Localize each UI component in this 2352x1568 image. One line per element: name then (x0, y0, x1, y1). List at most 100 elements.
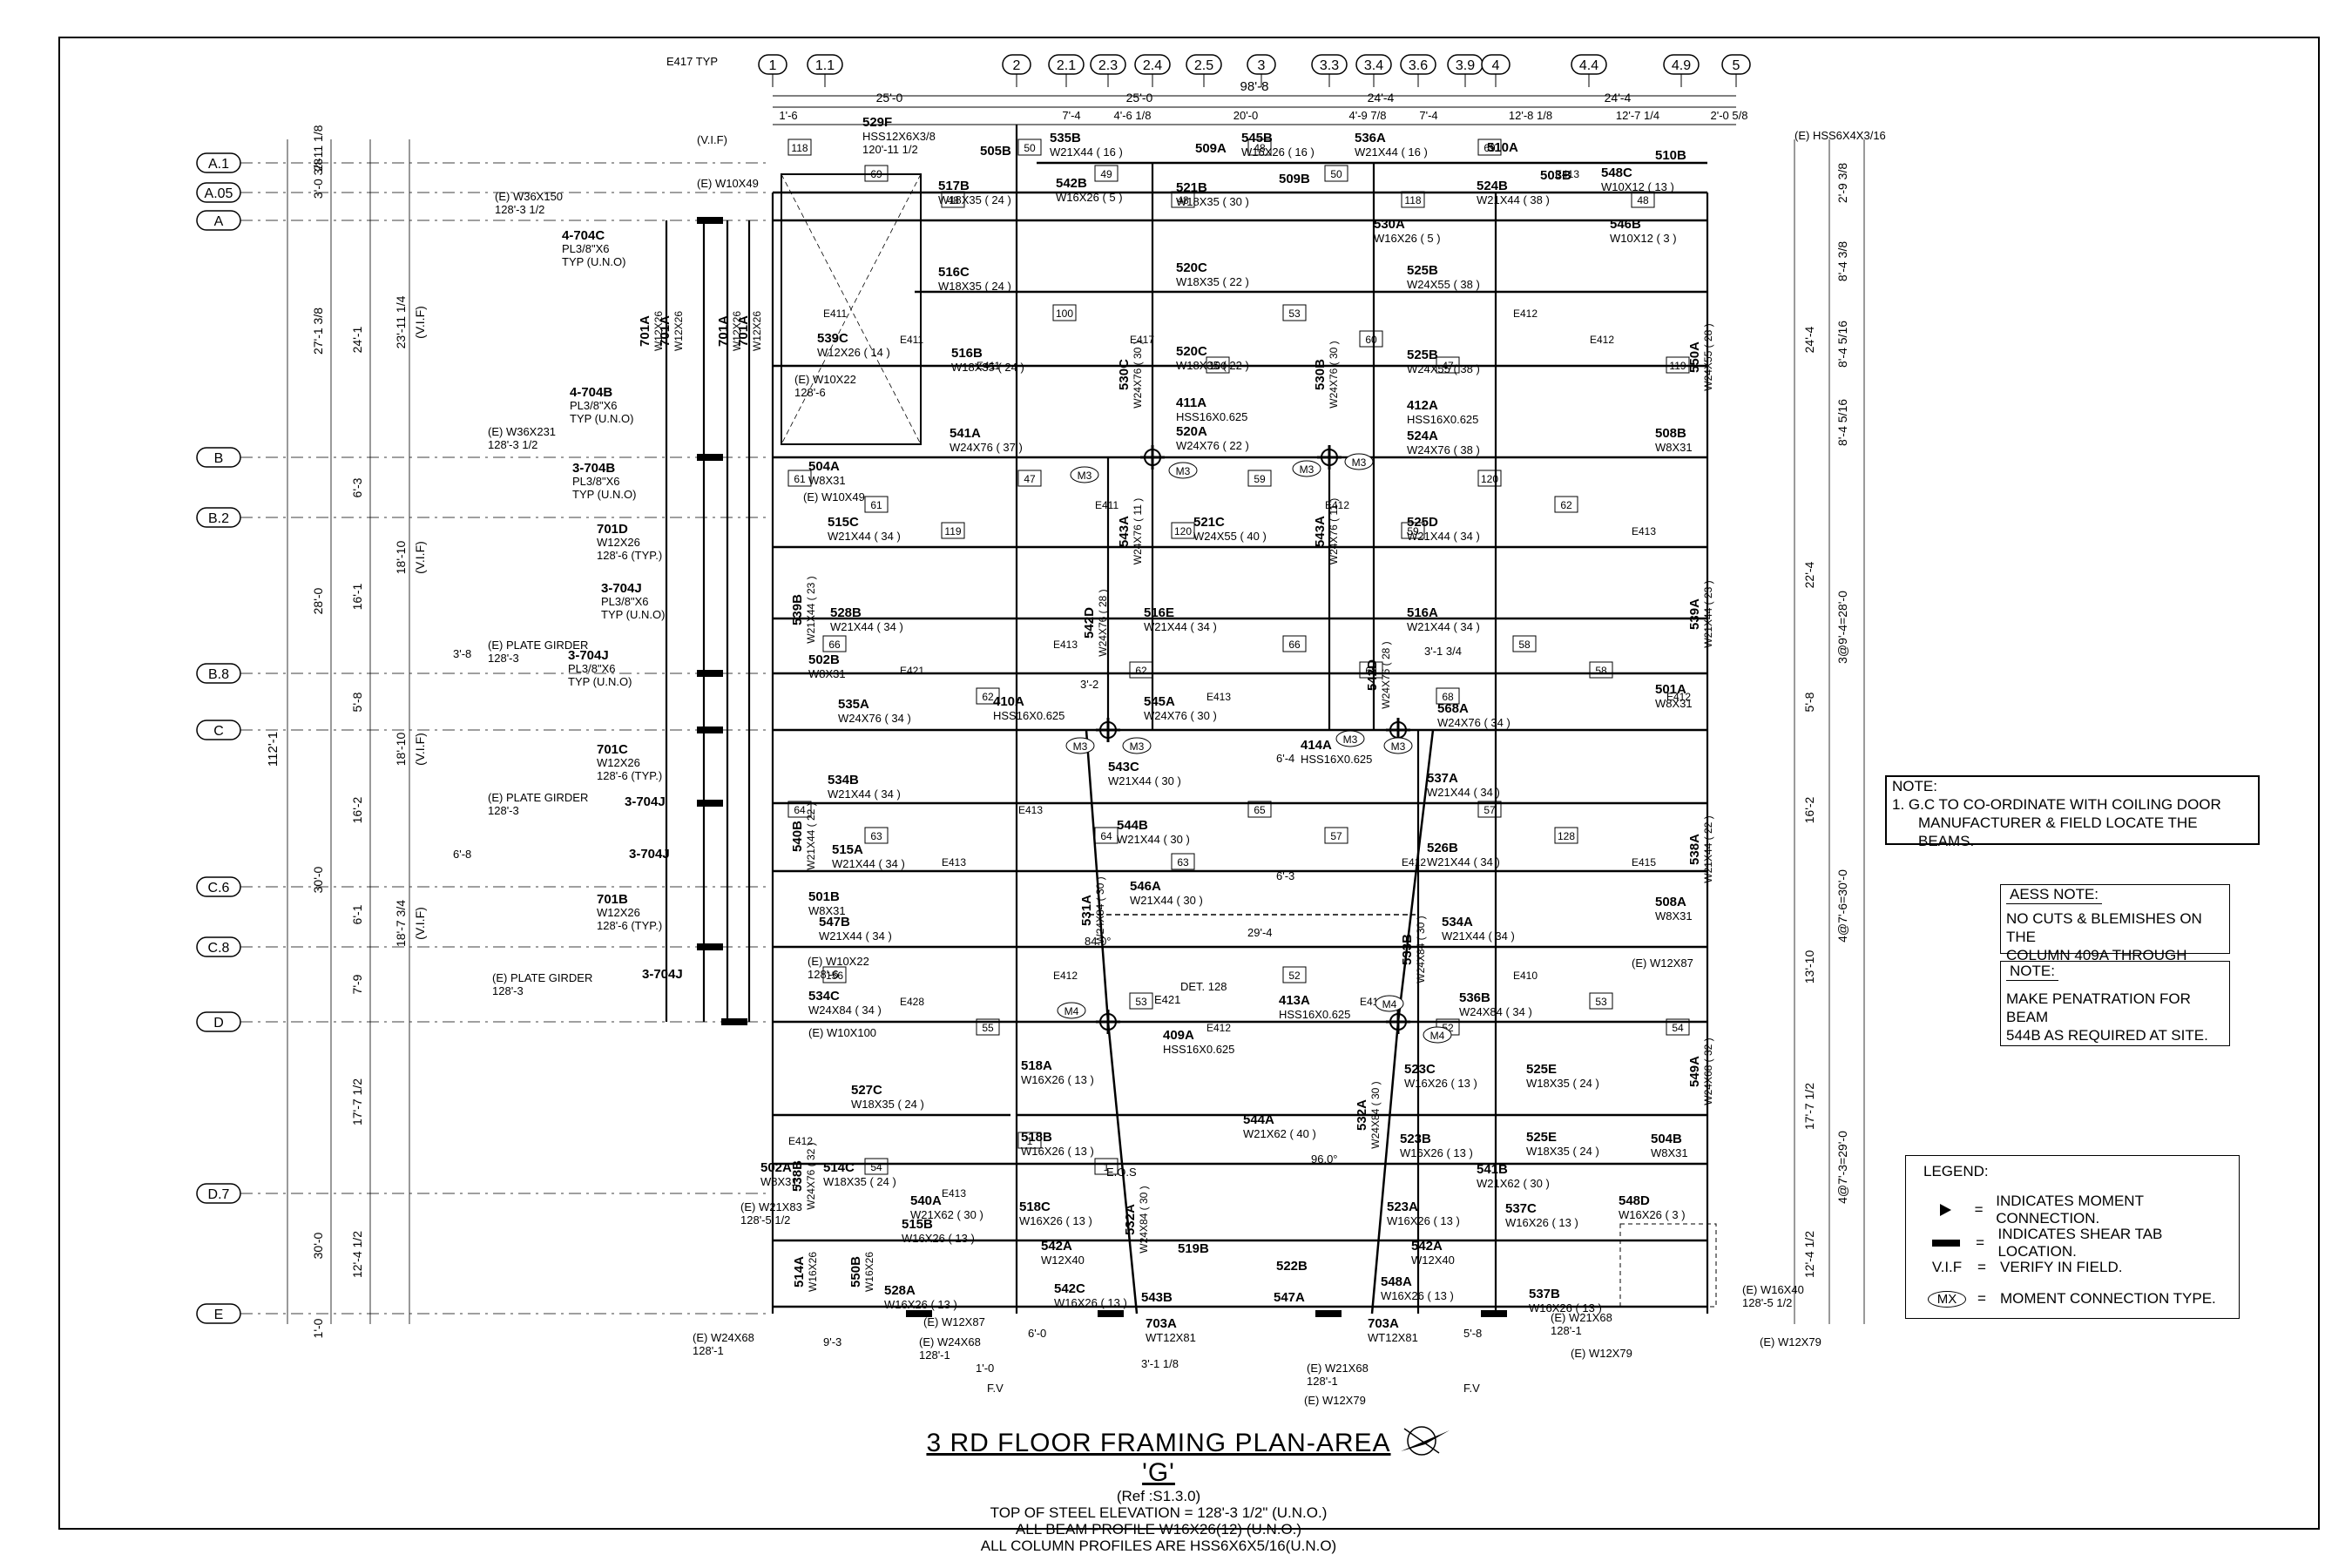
member-size: W21X44 ( 34 ) (1427, 855, 1500, 868)
member-mark: 414A (1301, 738, 1332, 753)
member-size: W16X26 ( 13 ) (1021, 1073, 1094, 1086)
section-tag-number: 54 (1672, 1022, 1684, 1034)
existing-callout: (E) W36X231 (488, 425, 556, 438)
member-size: W8X31 (808, 904, 846, 917)
drawing-subtitle: TOP OF STEEL ELEVATION = 128'-3 1/2" (U.… (990, 1504, 1328, 1521)
member-mark: 528A (884, 1283, 916, 1298)
section-tag-number: 63 (870, 830, 882, 842)
plate-mark: 3-704J (625, 794, 666, 809)
grid-column-label: 3 (1258, 58, 1266, 73)
member-size: W21X44 ( 16 ) (1050, 145, 1123, 159)
section-tag (864, 1158, 889, 1175)
existing-callout: (E) W12X87 (923, 1315, 985, 1328)
legend-text: INDICATES SHEAR TAB LOCATION. (1997, 1226, 2163, 1260)
mx-oval-icon (1375, 995, 1404, 1012)
member-mark: 542A (1411, 1239, 1443, 1254)
member-size: W16X26 ( 13 ) (1054, 1296, 1127, 1309)
dim-sub: 20'-0 (1233, 109, 1259, 122)
member-mark: 523C (1404, 1062, 1436, 1077)
plate-size: W12X26 (597, 536, 640, 549)
dim-left: 23'-11 1/4 (394, 295, 408, 348)
shear-tab (1315, 1310, 1342, 1317)
member-mark: 515B (902, 1217, 933, 1232)
grid-column-label: 2 (1013, 58, 1021, 73)
member-mark: 521C (1193, 515, 1225, 530)
triangle-icon (1916, 1203, 1975, 1217)
vertical-member-mark: 538B (790, 1160, 805, 1192)
vertical-member-size: W12X26 (731, 311, 743, 351)
mx-type: M3 (1343, 733, 1358, 746)
vertical-member-mark: 701A (736, 315, 751, 347)
member-mark: 516B (951, 346, 983, 361)
dim-right: 22'-4 (1802, 561, 1816, 588)
member-size: W24X84 ( 34 ) (808, 1004, 882, 1017)
member-mark: 411A (1176, 395, 1206, 410)
vertical-member-size: W24X76 ( 11 ) (1328, 498, 1340, 564)
section-tag (1401, 522, 1425, 539)
vertical-member-size: W24X55 ( 28 ) (1702, 323, 1714, 390)
vertical-member-mark: 549A (1687, 1056, 1702, 1087)
dim-right: 2'-9 3/8 (1835, 163, 1849, 203)
dim-span: 24'-4 (1605, 91, 1632, 105)
member-mark: 568A (1437, 701, 1469, 716)
dim-left: (V.I.F) (413, 306, 427, 339)
member-mark: 535A (838, 697, 869, 712)
member-mark: 501B (808, 889, 840, 904)
plate-mark: 701C (597, 742, 628, 757)
member-size: W21X62 ( 40 ) (1243, 1127, 1316, 1140)
shear-tab (697, 943, 723, 950)
grid-column-label: 4.9 (1672, 58, 1691, 73)
aess-note-line: NO CUTS & BLEMISHES ON THE (2006, 910, 2202, 945)
section-tag-number: 120 (1481, 473, 1498, 485)
member-mark: 514C (823, 1160, 855, 1175)
section-tag (1247, 801, 1272, 818)
vertical-member-size: W24X68 ( 32 ) (1702, 1037, 1714, 1105)
member-size: W21X44 ( 34 ) (828, 787, 901, 801)
section-tag (822, 635, 847, 652)
detail-ref: E417 (1130, 334, 1154, 346)
grid-row-label: C.6 (208, 881, 230, 896)
opening (1619, 1223, 1717, 1308)
dim-right: 8'-4 5/16 (1835, 399, 1849, 446)
section-tag (864, 496, 889, 513)
section-tag-number: 61 (870, 499, 882, 511)
dim-left: 30'-0 (311, 1232, 325, 1259)
vertical-member-size: W21X44 ( 22 ) (1702, 815, 1714, 882)
member-size: W16X26 ( 5 ) (1056, 191, 1123, 204)
member-mark: 525E (1526, 1130, 1557, 1145)
member-size: W18X35 ( 24 ) (1526, 1077, 1599, 1090)
vertical-member-mark: 543A (1313, 516, 1328, 547)
section-tag (976, 1018, 1000, 1036)
section-tag-number: 47 (1024, 473, 1036, 485)
existing-callout: (E) W21X68 (1307, 1362, 1369, 1375)
member-size: W21X44 ( 34 ) (830, 620, 903, 633)
member-size: W18X35 ( 24 ) (938, 280, 1011, 293)
aess-note-header: AESS NOTE: (2006, 885, 2103, 904)
section-tag-number: 118 (1404, 194, 1421, 206)
grid-row-label: D (213, 1016, 224, 1031)
misc-label: 6'-4 (1276, 752, 1294, 765)
drawing-ref: (Ref :S1.3.0) (1116, 1488, 1201, 1504)
drawing-subtitle: ALL BEAM PROFILE W16X26(12) (U.N.O.) (1015, 1521, 1302, 1538)
member-mark: 545B (1241, 131, 1273, 145)
plate-mark: 3-704J (601, 581, 642, 596)
section-tag (941, 191, 965, 208)
plate-size: PL3/8"X6 (568, 662, 616, 675)
shear-tab (697, 800, 723, 807)
misc-label: E417 TYP (666, 55, 718, 68)
member-mark: 536B (1459, 990, 1490, 1005)
vertical-member-size: W16X26 (807, 1252, 819, 1292)
note-line: MANUFACTURER & FIELD LOCATE THE BEAMS. (1918, 814, 2198, 849)
dim-right: 3@9'-4=28'-0 (1835, 591, 1849, 664)
misc-label: 9'-3 (823, 1335, 841, 1348)
section-tag (1017, 139, 1042, 156)
section-tag (1017, 470, 1042, 487)
grid-row-label: A.05 (205, 186, 233, 201)
member-mark: 537B (1529, 1287, 1560, 1301)
member-size: W18X35 ( 24 ) (951, 361, 1024, 374)
section-tag (1282, 635, 1307, 652)
vertical-member-mark: 542D (1365, 659, 1380, 691)
vertical-member-mark: 532A (1123, 1204, 1138, 1235)
vertical-member-mark: 701A (658, 315, 672, 347)
